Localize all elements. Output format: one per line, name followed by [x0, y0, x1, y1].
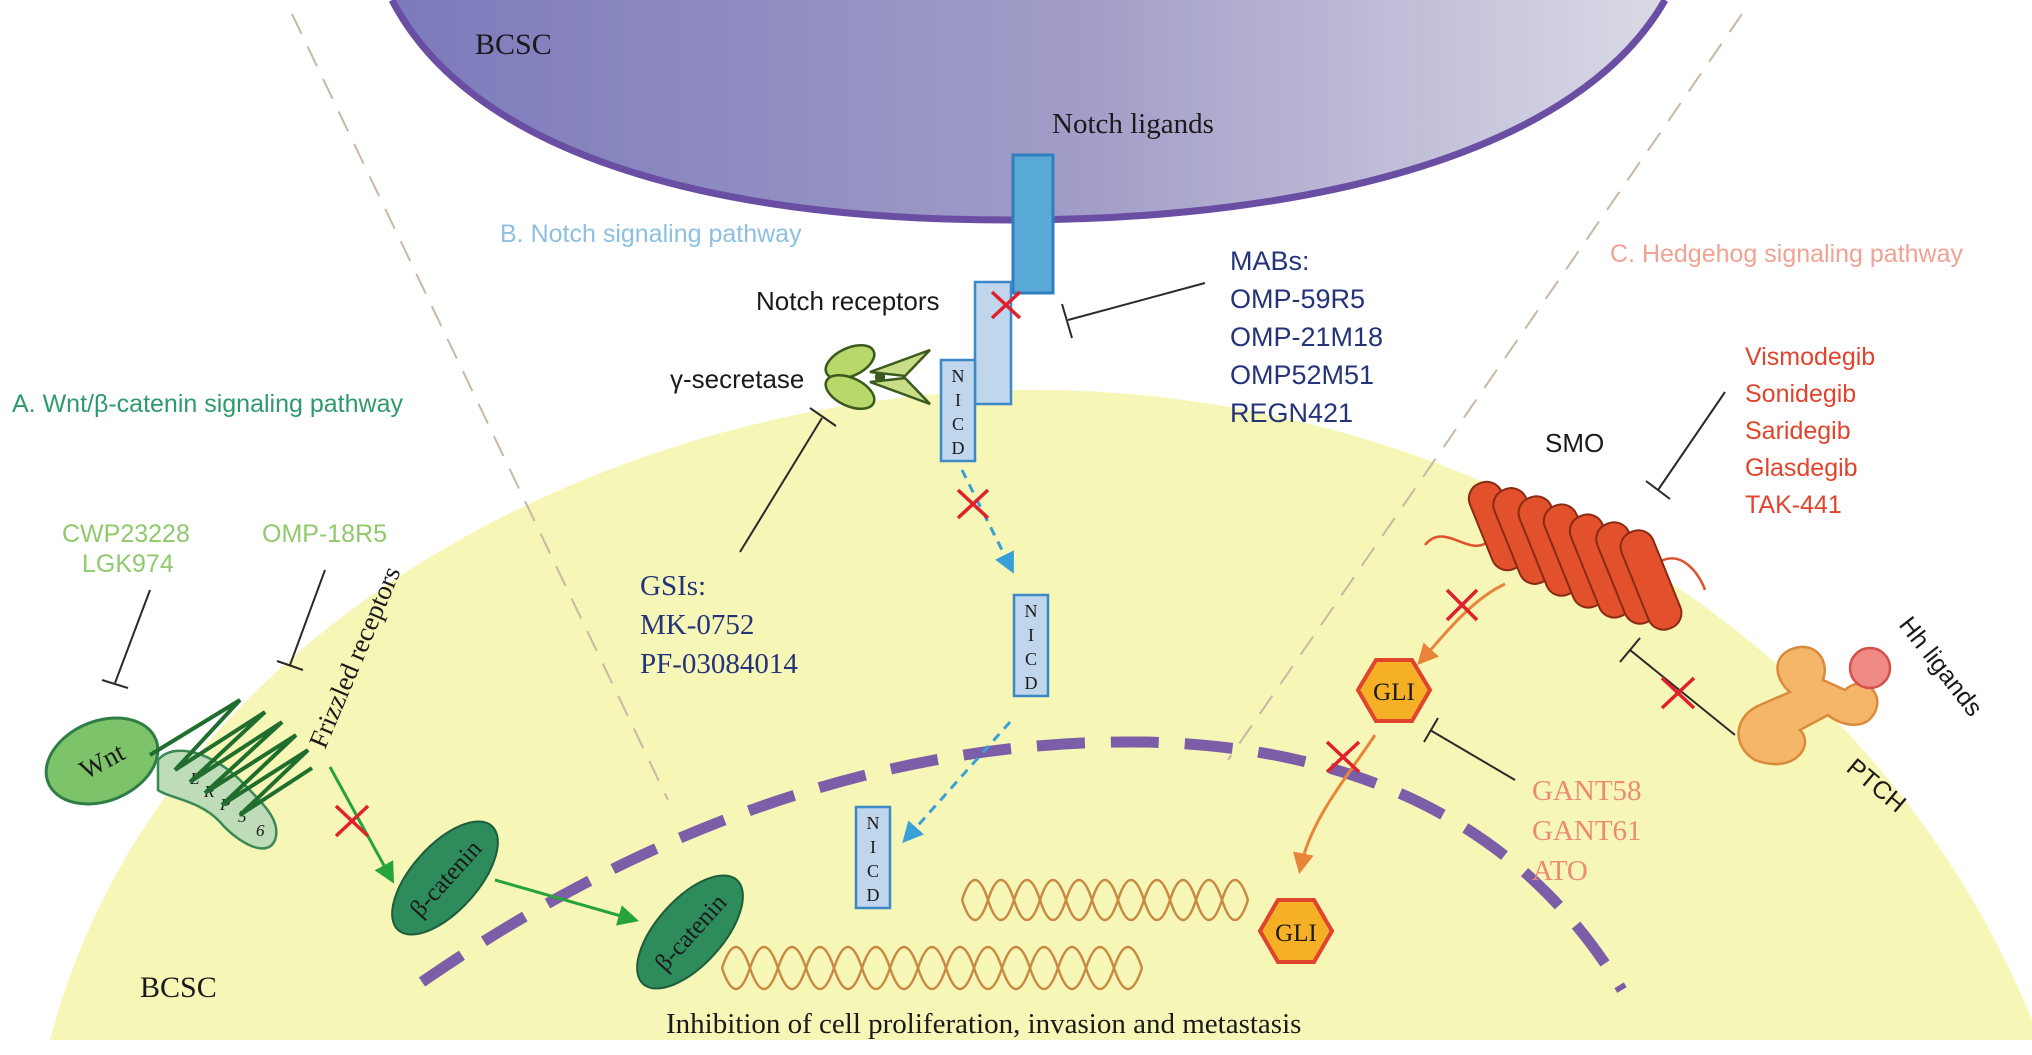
nicd-attached-letter-c: C [952, 414, 964, 434]
cross-mark-gli [1325, 740, 1361, 774]
gli-inhibitor-3: ATO [1532, 855, 1588, 887]
mab-item-2: OMP-21M18 [1230, 322, 1383, 352]
nicd-attached [939, 358, 977, 463]
gli-inhibitor-2: GANT61 [1532, 815, 1642, 847]
nicd-nucleus-letter-d: D [867, 885, 880, 905]
beta-catenin-nucleus [636, 874, 744, 990]
nicd-attached-letter-d: D [952, 438, 965, 458]
hh-ligands-label: Hh ligands [1893, 611, 1988, 721]
ptch-receptor [1737, 645, 1879, 766]
gli-nucleus-label: GLI [1275, 920, 1317, 947]
nicd-cytoplasm [1012, 593, 1050, 698]
smo-label: SMO [1545, 428, 1604, 458]
wnt-inhibitor-a-1: CWP23228 [62, 520, 190, 548]
top-cell-membrane [388, 0, 1669, 224]
wnt-inhibitor-a-2: LGK974 [82, 550, 174, 578]
divider-left [291, 13, 669, 801]
lrp-letter-6: 6 [256, 821, 265, 840]
wnt-inhibitor-a-line [101, 589, 151, 689]
lrp-letter-5: 5 [238, 807, 247, 826]
beta-catenin-cytoplasm [391, 820, 499, 936]
hh-arrow-gli-to-nucleus [1293, 734, 1377, 875]
mab-item-1: OMP-59R5 [1230, 284, 1365, 314]
dna-helix-lower [720, 946, 1144, 990]
notch-receptor-bar [973, 280, 1013, 406]
hh-arrow-smo-to-gli [1417, 582, 1506, 666]
notch-ligands-label: Notch ligands [1052, 108, 1214, 140]
notch-ligand-bar [1011, 153, 1055, 295]
nicd-attached-letter-n: N [952, 366, 965, 386]
gamma-secretase-label: γ-secretase [670, 364, 804, 394]
gsis-title: GSIs: [640, 570, 706, 602]
nicd-cytoplasm-letter-i: I [1028, 625, 1034, 645]
lrp56-coreceptor [156, 749, 278, 850]
nicd-attached-letter-i: I [955, 390, 961, 410]
ptch-inhibition-line [1619, 637, 1736, 736]
gli-inhibition-line [1423, 717, 1516, 781]
wnt-ligand [44, 716, 160, 806]
nicd-nucleus-letter-i: I [870, 837, 876, 857]
nicd-nucleus [854, 805, 892, 910]
wnt-inhibitor-b-line [276, 569, 326, 671]
notch-receptors-label: Notch receptors [756, 286, 940, 316]
cross-mark-ptch [1660, 676, 1696, 710]
nicd-cytoplasm-letter-d: D [1025, 673, 1038, 693]
gli-cytoplasm [1355, 658, 1433, 723]
wnt-section-title: A. Wnt/β-catenin signaling pathway [12, 390, 403, 418]
nicd-nucleus-letter-c: C [867, 861, 879, 881]
mabs-inhibition-line [1061, 282, 1206, 339]
nicd-arrow-2 [902, 721, 1012, 844]
wnt-arrow-1 [328, 766, 395, 884]
cross-mark-nicd [956, 488, 990, 520]
smo-inhibitor-5: TAK-441 [1745, 491, 1842, 519]
dna-helix-upper [960, 878, 1250, 922]
hedgehog-section-title: C. Hedgehog signaling pathway [1610, 240, 1964, 268]
frizzled-receptor [148, 698, 314, 817]
bottom-cell-body [50, 389, 2032, 1040]
gsi-item-1: MK-0752 [640, 609, 754, 641]
nucleus-membrane [418, 736, 1627, 993]
top-cell-label: BCSC [475, 28, 552, 61]
smo-inhibitor-3: Saridegib [1745, 417, 1851, 445]
mab-item-3: OMP52M51 [1230, 360, 1374, 390]
scissors-icon [824, 343, 931, 411]
wnt-arrow-2 [494, 878, 640, 926]
bottom-cell-label: BCSC [140, 971, 217, 1004]
smo-receptor [1424, 480, 1707, 631]
gsis-inhibition-line [739, 407, 837, 553]
gli-inhibitor-1: GANT58 [1532, 775, 1642, 807]
gsi-item-2: PF-03084014 [640, 648, 798, 680]
mab-item-4: REGN421 [1230, 398, 1353, 428]
cross-mark-wnt [334, 804, 370, 838]
smo-inhibitor-1: Vismodegib [1745, 343, 1875, 371]
smo-inhibitor-2: Sonidegib [1745, 380, 1856, 408]
nicd-cytoplasm-letter-c: C [1025, 649, 1037, 669]
mabs-title: MABs: [1230, 246, 1310, 276]
hh-ligand [1848, 646, 1892, 690]
nicd-arrow-1 [960, 469, 1014, 574]
gli-cytoplasm-label: GLI [1373, 679, 1415, 706]
smo-inhibitor-4: Glasdegib [1745, 454, 1858, 482]
bottom-caption: Inhibition of cell proliferation, invasi… [666, 1008, 1301, 1040]
notch-section-title: B. Notch signaling pathway [500, 220, 802, 248]
gli-nucleus [1257, 898, 1335, 964]
cross-mark-smo [1445, 588, 1479, 622]
divider-right [1227, 13, 1743, 761]
nicd-cytoplasm-letter-n: N [1025, 601, 1038, 621]
wnt-inhibitor-b: OMP-18R5 [262, 520, 387, 548]
cross-mark-receptor [990, 290, 1022, 320]
top-cell-body [392, 0, 1665, 220]
smo-inhibition-line [1645, 391, 1726, 500]
nicd-nucleus-letter-n: N [867, 813, 880, 833]
